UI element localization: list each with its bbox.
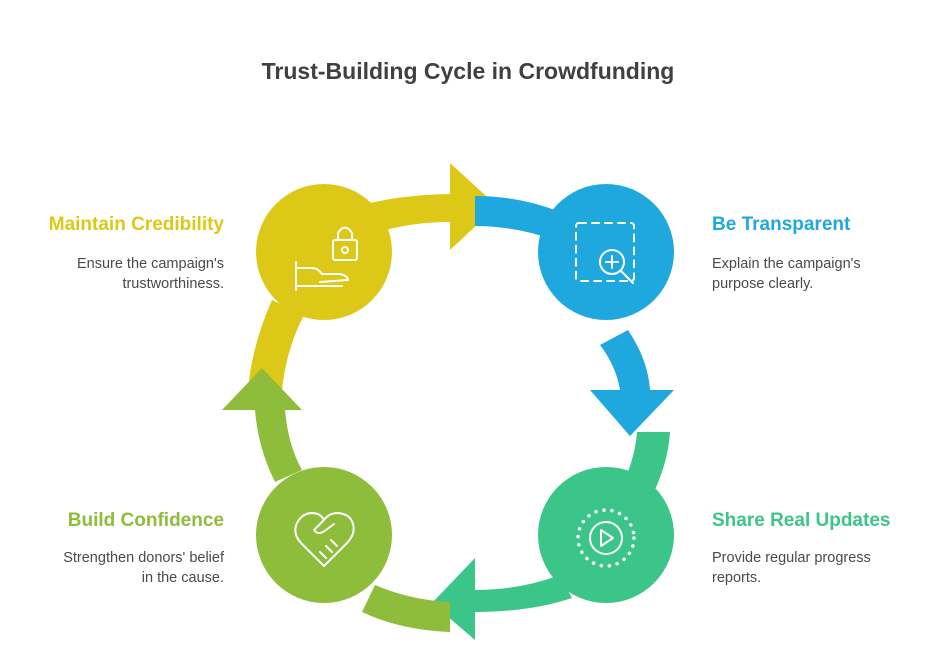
step-title-build-confidence: Build Confidence — [67, 510, 224, 531]
step-desc-share-real-updates: Provide regular progress reports. — [712, 548, 936, 588]
step-title-be-transparent: Be Transparent — [712, 214, 851, 235]
step-desc-line: Provide regular progress — [712, 550, 871, 566]
step-desc-line: trustworthiness. — [122, 276, 224, 292]
band-yellow-left — [248, 300, 304, 390]
lock-hand-icon — [295, 226, 358, 291]
band-green-bottom — [362, 585, 450, 632]
step-desc-maintain-credibility: Ensure the campaign's trustworthiness. — [0, 254, 224, 294]
circle-build-confidence — [256, 467, 392, 603]
step-desc-line: Strengthen donors' belief — [63, 550, 224, 566]
play-circle-icon — [576, 508, 636, 568]
step-desc-line: Explain the campaign's — [712, 256, 861, 272]
zoom-in-frame-icon — [575, 222, 635, 284]
circle-maintain-credibility — [256, 184, 392, 320]
step-title-maintain-credibility: Maintain Credibility — [48, 214, 224, 235]
step-desc-line: in the cause. — [141, 570, 224, 586]
band-blue-top — [475, 196, 560, 238]
step-desc-line: reports. — [712, 570, 762, 586]
arrow-green — [222, 368, 302, 482]
arrow-teal — [432, 558, 572, 640]
heart-handshake-icon — [294, 512, 355, 567]
page-title: Trust-Building Cycle in Crowdfunding — [261, 58, 675, 84]
step-desc-build-confidence: Strengthen donors' belief in the cause. — [0, 548, 224, 588]
step-title-share-real-updates: Share Real Updates — [712, 510, 891, 531]
step-desc-line: purpose clearly. — [712, 276, 814, 292]
step-desc-be-transparent: Explain the campaign's purpose clearly. — [712, 254, 936, 294]
arrow-blue — [590, 330, 674, 436]
circle-share-real-updates — [538, 467, 674, 603]
step-desc-line: Ensure the campaign's — [76, 256, 224, 272]
